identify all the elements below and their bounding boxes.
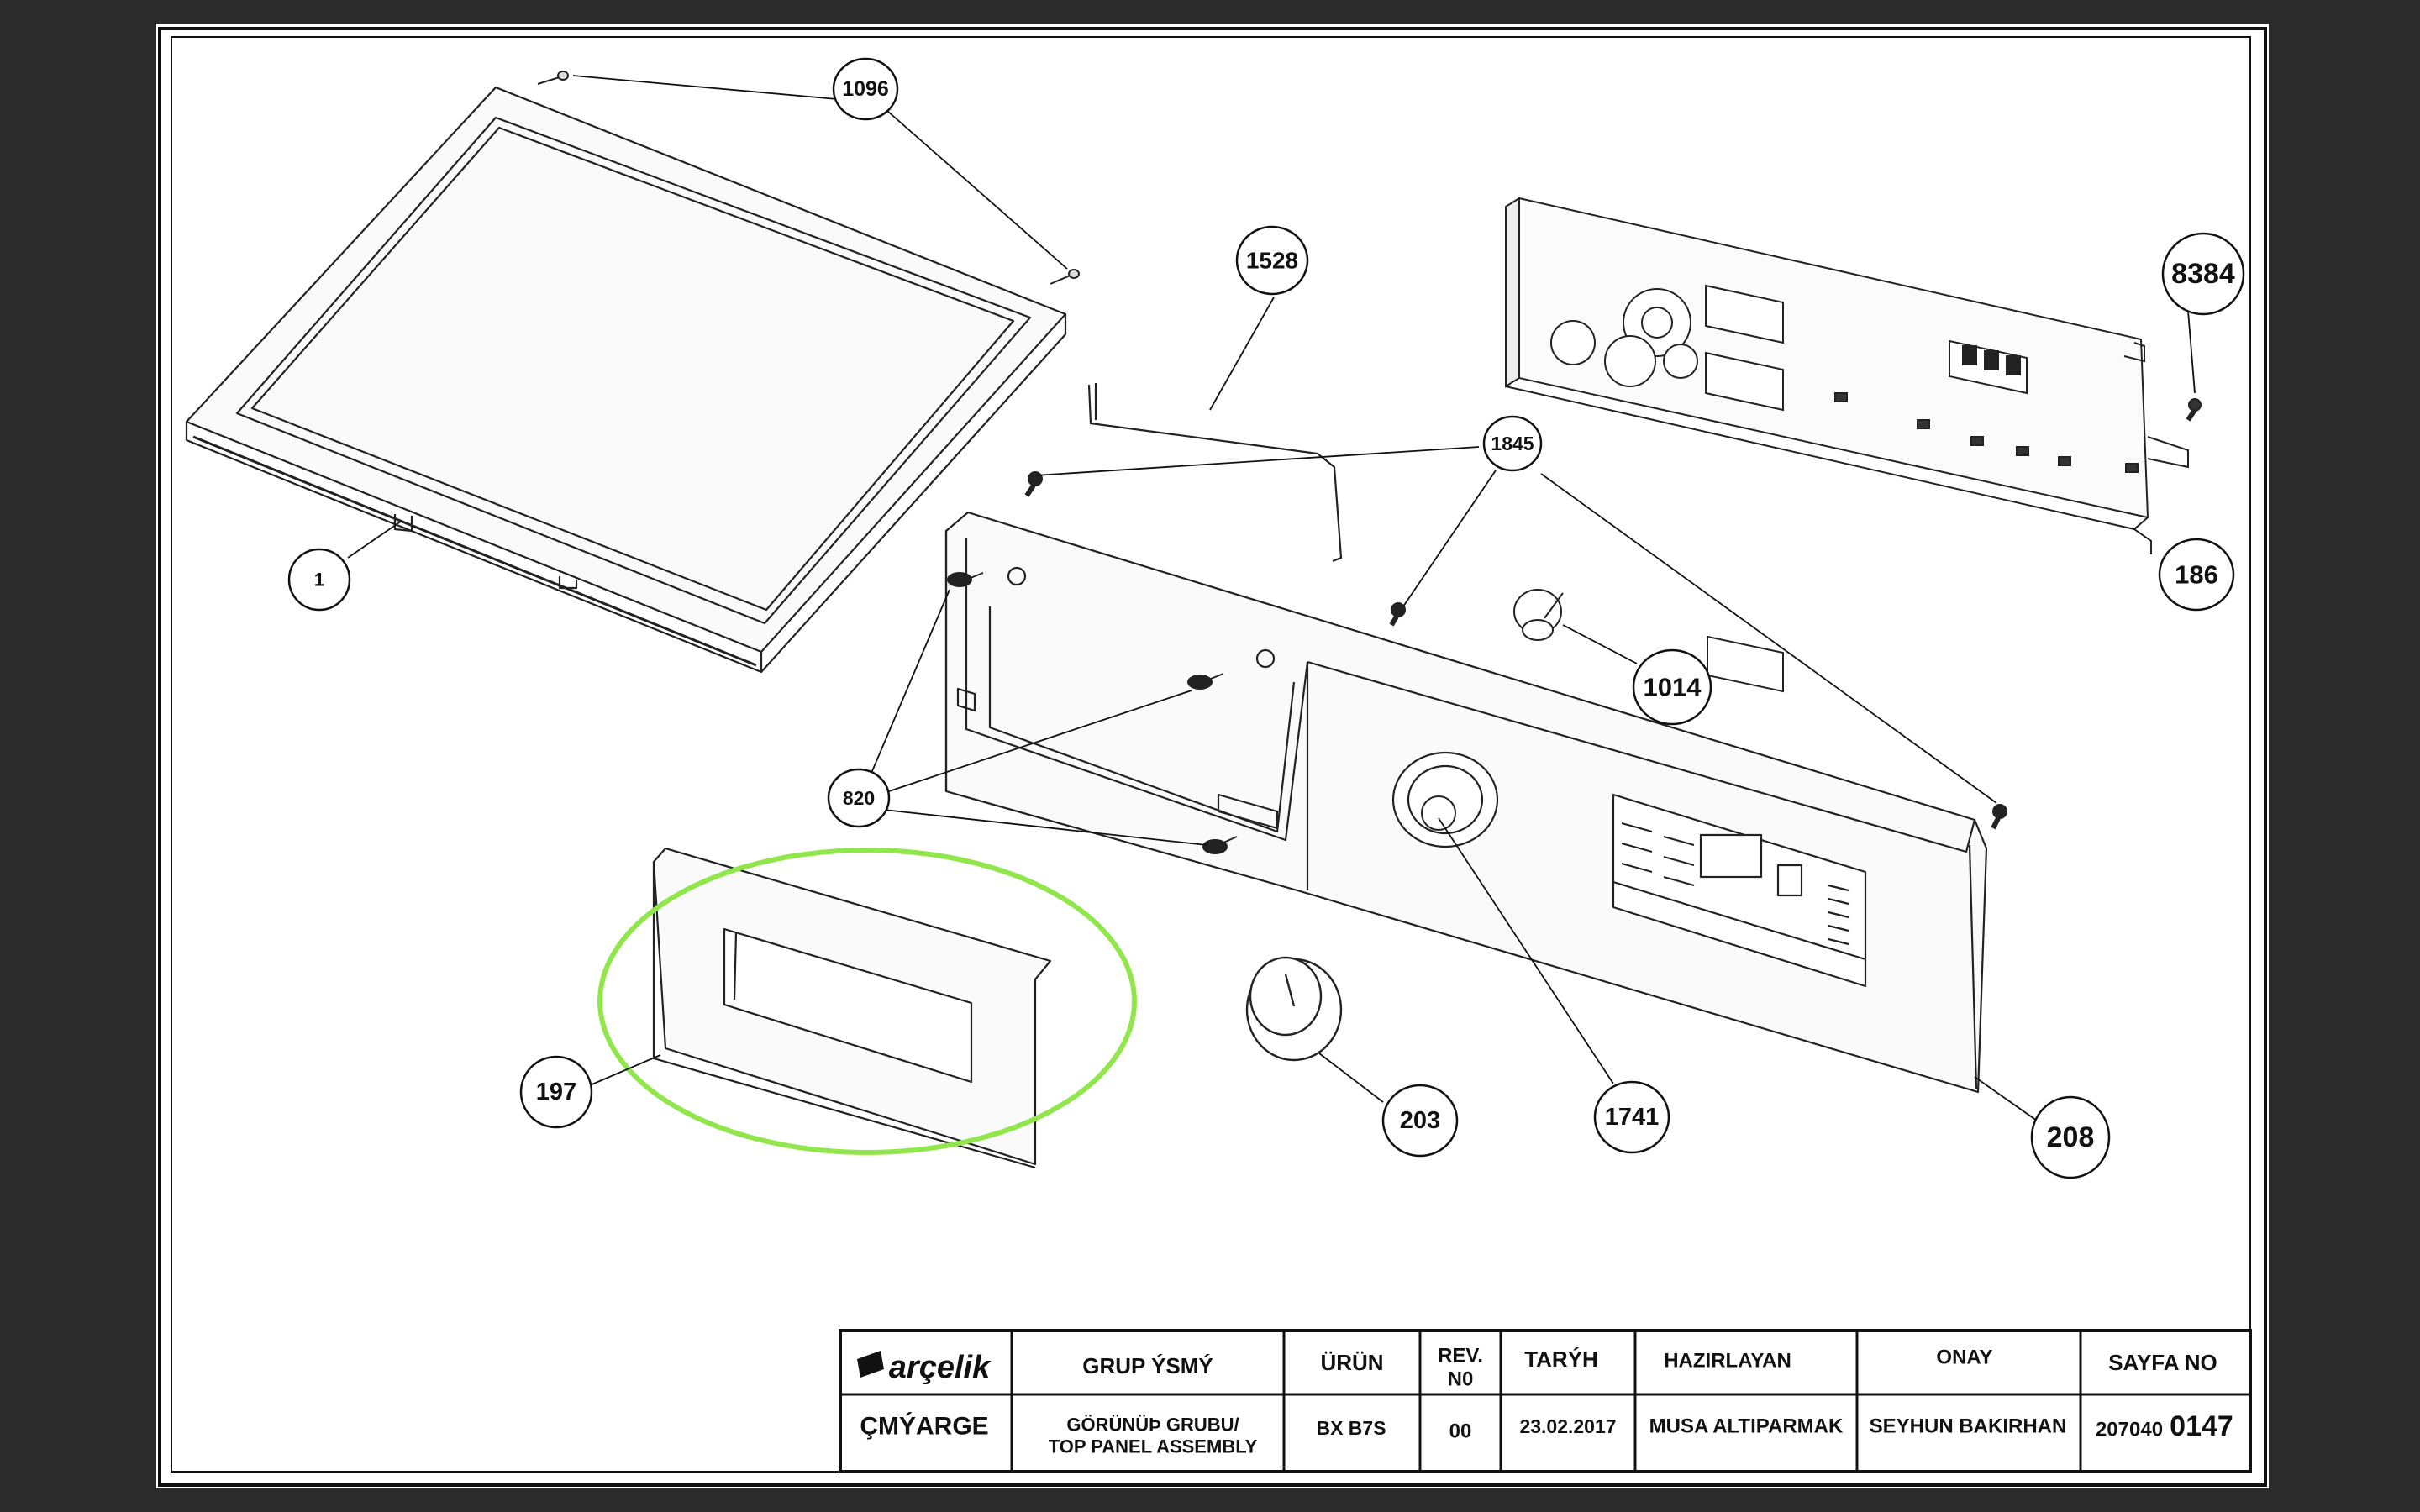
rev-header-2: N0 [1448, 1368, 1474, 1391]
callout-197-label: 197 [536, 1079, 576, 1105]
callout-820-label: 820 [843, 787, 875, 809]
arcelik-logo: arçelik [857, 1350, 992, 1385]
onay-value: SEYHUN BAKIRHAN [1870, 1415, 2067, 1438]
callout-1096-label: 1096 [842, 77, 889, 101]
callout-1741: 1741 [1593, 1080, 1670, 1154]
rev-header-1: REV. [1438, 1345, 1483, 1368]
callout-208-label: 208 [2047, 1121, 2095, 1153]
title-block: arçelik GRUP ÝSMÝ ÜRÜN REV. N0 TARÝH HAZ… [839, 1329, 2252, 1473]
callout-1014: 1014 [1632, 648, 1712, 726]
callout-186: 186 [2158, 538, 2235, 612]
knob-203-part [1245, 956, 1343, 1062]
callouts: 1096 1528 8384 1845 1 186 1014 820 [287, 57, 2245, 1179]
urun-value: BX B7S [1316, 1417, 1386, 1439]
callout-1528: 1528 [1235, 225, 1309, 296]
screw-1845-parts [1024, 471, 2007, 830]
callout-1-label: 1 [314, 570, 324, 591]
cizim-label: ÇMÝARGE [860, 1412, 988, 1441]
bracket-1528-part [1087, 383, 1343, 563]
callout-1845-label: 1845 [1491, 433, 1534, 454]
callout-1: 1 [287, 548, 351, 612]
callout-1845: 1845 [1482, 415, 1543, 472]
grup-value-line-1: GÖRÜNÜÞ GRUBU/ [1066, 1415, 1239, 1436]
screw-1096-parts [537, 71, 1080, 285]
sayfa-number: 0147 [2170, 1410, 2233, 1442]
hazirlayan-header: HAZIRLAYAN [1664, 1350, 1791, 1373]
drawer-handle-197-part [652, 847, 1052, 1169]
urun-header: ÜRÜN [1320, 1350, 1383, 1375]
sayfa-header: SAYFA NO [2108, 1350, 2217, 1375]
encoder-1741-part [1421, 795, 1456, 831]
callout-1528-label: 1528 [1246, 248, 1298, 274]
clip-820-parts [947, 572, 1238, 854]
shaft-1014-part [1513, 589, 1564, 641]
callout-1741-label: 1741 [1605, 1104, 1660, 1131]
rev-value: 00 [1449, 1420, 1472, 1443]
grup-header: GRUP ÝSMÝ [1082, 1353, 1213, 1378]
top-lid-part [185, 86, 1067, 674]
callout-186-label: 186 [2175, 560, 2218, 590]
leader-lines [347, 75, 2196, 1121]
control-panel-208-part [944, 511, 1988, 1094]
callout-1096: 1096 [832, 57, 899, 121]
screw-8384-part [2186, 398, 2202, 422]
highlight-ellipse [597, 848, 1137, 1155]
grup-value-line-2: TOP PANEL ASSEMBLY [1049, 1436, 1258, 1457]
tarih-value: 23.02.2017 [1519, 1415, 1616, 1437]
outer-border [158, 27, 2267, 1487]
onay-header: ONAY [1936, 1347, 1992, 1369]
tarih-header: TARÝH [1524, 1347, 1598, 1372]
pcb-186-part [1505, 197, 2189, 693]
hazirlayan-value: MUSA ALTIPARMAK [1649, 1415, 1844, 1438]
callout-208: 208 [2030, 1095, 2111, 1179]
callout-1014-label: 1014 [1644, 673, 1702, 702]
callout-8384: 8384 [2161, 232, 2245, 316]
arcelik-logo-text: arçelik [889, 1350, 992, 1385]
callout-203-label: 203 [1400, 1107, 1440, 1134]
callout-8384-label: 8384 [2171, 258, 2235, 290]
callout-203: 203 [1381, 1084, 1459, 1158]
callout-197: 197 [519, 1055, 593, 1129]
sayfa-prefix: 207040 [2096, 1419, 2163, 1441]
callout-820: 820 [827, 768, 891, 828]
